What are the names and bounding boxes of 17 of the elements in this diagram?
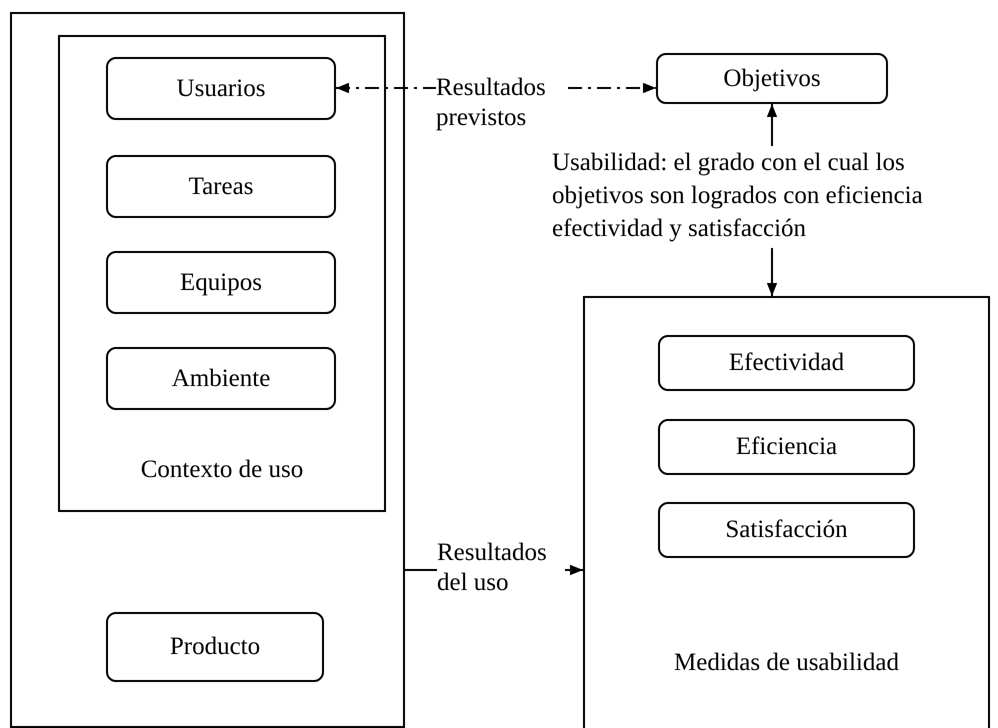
arrow xyxy=(766,248,778,296)
measures-box xyxy=(583,296,990,728)
rounded-box: Tareas xyxy=(106,155,336,218)
rounded-box: Efectividad xyxy=(658,335,915,391)
container-title: Medidas de usabilidad xyxy=(673,648,900,678)
rounded-box: Usuarios xyxy=(106,57,336,120)
rounded-box: Eficiencia xyxy=(658,419,915,475)
definition-text: Usabilidad: el grado con el cual los objetivos son logrados con eficiencia efectividad y satisfacción xyxy=(552,146,996,248)
container-title: Contexto de uso xyxy=(140,455,304,485)
rounded-box: Producto xyxy=(106,612,324,682)
arrow xyxy=(766,104,778,146)
rounded-box: Equipos xyxy=(106,251,336,314)
rounded-box: Objetivos xyxy=(656,53,888,104)
context-box xyxy=(58,35,386,512)
rounded-box: Satisfacción xyxy=(658,502,915,558)
outer-box xyxy=(10,12,405,728)
rounded-box: Ambiente xyxy=(106,347,336,410)
